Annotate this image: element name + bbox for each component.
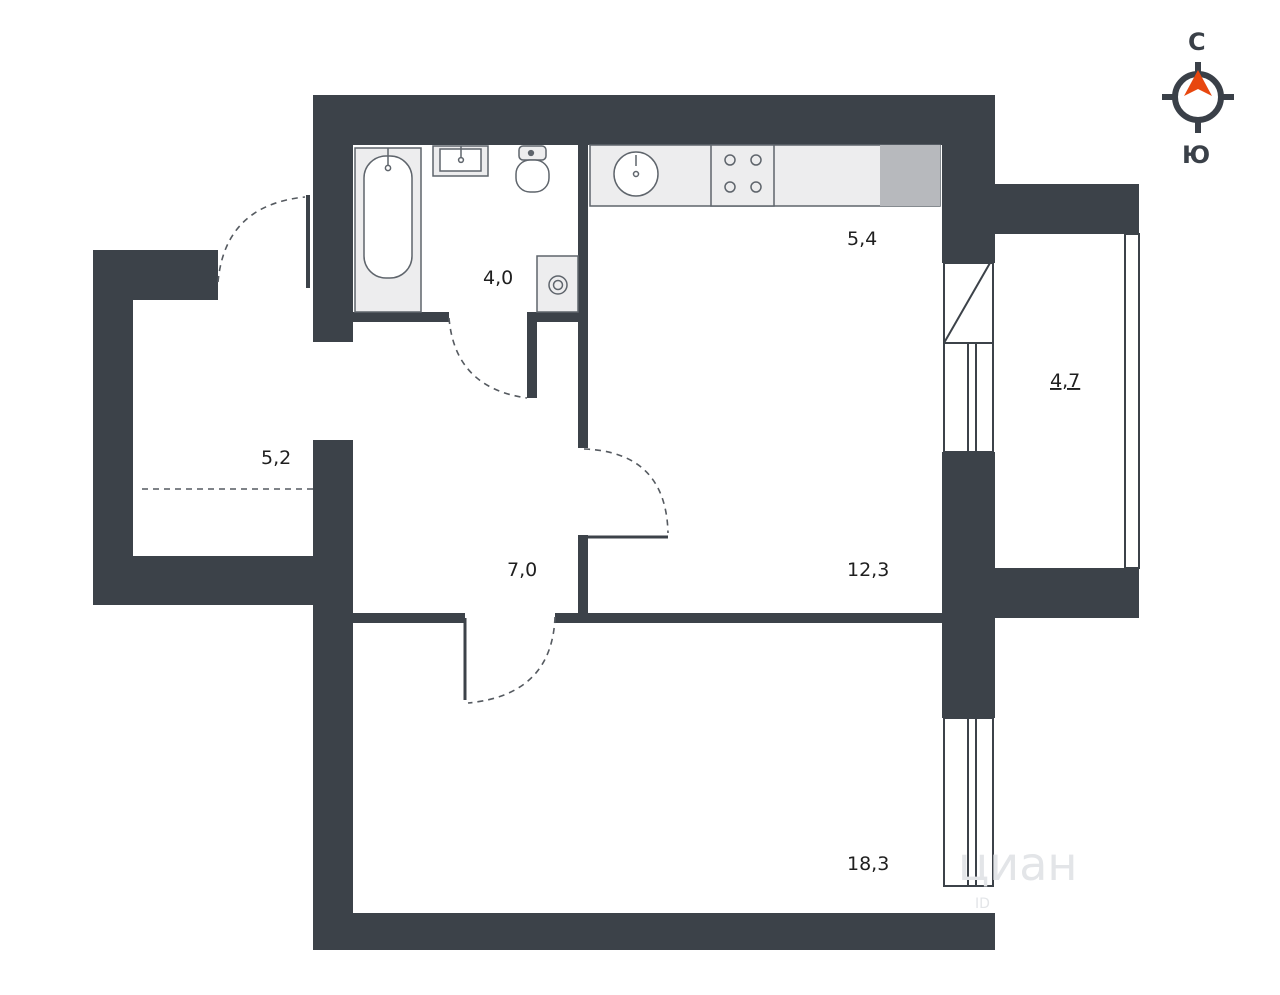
stove-burner-3 [724, 181, 736, 193]
room-labels: 4,0 5,4 4,7 5,2 7,0 12,3 18,3 [261, 228, 1080, 875]
toilet-button [527, 149, 535, 157]
area-hall: 7,0 [507, 559, 537, 581]
right-wall-top [942, 95, 995, 263]
partition-bedroom-top [555, 613, 945, 623]
kitchen-counter [589, 144, 941, 207]
compass-arrow-icon [1184, 70, 1212, 96]
area-kitchen: 5,4 [847, 228, 877, 250]
annex-left-wall [93, 250, 133, 605]
thin-lines [306, 195, 668, 700]
stove [710, 144, 775, 207]
partition-kitchen-left-lower [578, 535, 588, 613]
bedroom-door-swing [467, 616, 556, 704]
partition-bath-bottom-b [527, 312, 588, 322]
stove-burner-1 [724, 154, 736, 166]
toilet-bowl [515, 159, 550, 193]
walls [93, 95, 1139, 950]
watermark: циан ID [958, 837, 1077, 912]
area-bathroom: 4,0 [483, 267, 513, 289]
balcony-bottom-wall [942, 568, 1139, 618]
compass-south-label: Ю [1182, 141, 1210, 169]
watermark-brand: циан [958, 837, 1077, 891]
bathroom-door-swing [448, 317, 528, 399]
windows [943, 233, 1140, 887]
kitchen-sink-drain [632, 170, 640, 178]
balcony-top-wall [942, 184, 1139, 234]
watermark-id: ID [975, 896, 990, 912]
area-balcony: 4,7 [1050, 370, 1080, 392]
partition-bath-jamb [527, 312, 537, 398]
boiler-box [536, 255, 579, 313]
stove-burner-2 [750, 154, 762, 166]
partition-bath-bottom-a [353, 312, 449, 322]
entry-door-swing [217, 196, 306, 283]
sink-drain [457, 156, 465, 164]
annex-bottom-wall [93, 556, 353, 605]
area-living-room: 12,3 [847, 559, 889, 581]
compass: С Ю [1162, 28, 1234, 169]
boiler-outer [548, 275, 568, 295]
bottom-wall [313, 913, 995, 950]
left-wall-middle [313, 440, 353, 605]
window-kitchen-door [943, 262, 991, 344]
boiler-inner [552, 279, 564, 291]
living-door-swing [583, 448, 669, 534]
door-swings [142, 196, 669, 704]
area-bedroom: 18,3 [847, 853, 889, 875]
partition-bedroom-top-left [353, 613, 465, 623]
balcony-glazing [1124, 233, 1140, 569]
bathtub-drain [384, 164, 392, 172]
fridge [880, 145, 940, 206]
annex-top-stub [93, 250, 218, 300]
left-wall-lower [313, 605, 353, 950]
area-storage: 5,2 [261, 447, 291, 469]
bathroom-fixtures [354, 145, 579, 313]
partition-kitchen-left [578, 145, 588, 448]
top-wall [313, 95, 995, 145]
left-wall-upper [313, 95, 353, 342]
stove-burner-4 [750, 181, 762, 193]
bathtub-inner [363, 155, 413, 279]
compass-north-label: С [1188, 28, 1206, 56]
